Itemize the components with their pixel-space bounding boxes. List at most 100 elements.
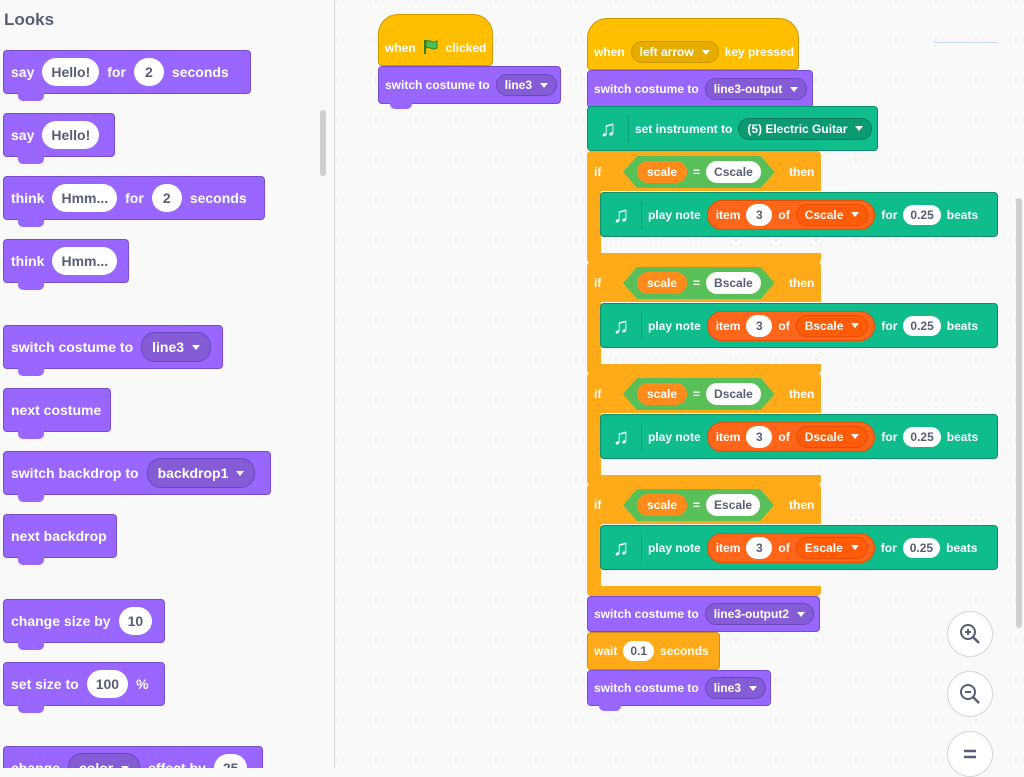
switch-costume-block[interactable]: switch costume to line3-output	[587, 70, 813, 108]
dropdown-value: line3-output2	[713, 607, 790, 621]
message-input[interactable]: Hello!	[42, 121, 100, 149]
music-note-icon: ♫	[594, 114, 629, 143]
switch-costume-block[interactable]: switch costume to line3	[3, 325, 223, 376]
beats-label: beats	[946, 429, 979, 444]
if-block[interactable]: if scale = Escale then	[587, 484, 821, 596]
zoom-out-button[interactable]	[947, 671, 993, 717]
costume-dropdown[interactable]: line3-output2	[704, 603, 815, 625]
zoom-reset-button[interactable]	[947, 731, 993, 777]
dropdown-value: backdrop1	[157, 465, 229, 481]
item-index-input[interactable]: 3	[746, 536, 773, 559]
seconds-input[interactable]: 2	[133, 58, 164, 86]
item-of-list-reporter[interactable]: item 3 of Dscale	[706, 421, 876, 452]
key-dropdown[interactable]: left arrow	[630, 41, 719, 63]
item-index-input[interactable]: 3	[746, 314, 773, 337]
message-input[interactable]: Hello!	[42, 58, 100, 86]
say-block[interactable]: say Hello!	[3, 113, 115, 164]
costume-dropdown[interactable]: line3	[704, 677, 767, 699]
list-dropdown[interactable]: Cscale	[795, 203, 869, 226]
change-size-block[interactable]: change size by 10	[3, 599, 165, 650]
compare-input[interactable]: Bscale	[706, 272, 761, 294]
clicked-label: clicked	[445, 41, 487, 55]
switch-costume-block[interactable]: switch costume to line3-output2	[587, 596, 820, 632]
list-dropdown[interactable]: Dscale	[795, 425, 869, 448]
message-input[interactable]: Hmm...	[52, 247, 118, 275]
beats-input[interactable]: 0.25	[902, 537, 941, 558]
effect-value-input[interactable]: 25	[213, 754, 248, 768]
if-block[interactable]: if scale = Bscale then	[587, 262, 821, 374]
beats-input[interactable]: 0.25	[903, 204, 941, 225]
equals-operator[interactable]: scale = Escale	[623, 489, 774, 521]
variable-scale[interactable]: scale	[637, 272, 687, 294]
dropdown-value: Escale	[804, 540, 843, 555]
for-label: for	[125, 190, 144, 206]
variable-scale[interactable]: scale	[637, 494, 687, 516]
costume-dropdown[interactable]: line3-output	[704, 78, 808, 100]
play-note-block[interactable]: ♫ play note item 3 of Cscale for 0.25 be…	[600, 192, 998, 237]
play-note-block[interactable]: ♫ play note item 3 of Bscale for 0.25 be…	[600, 303, 998, 348]
item-index-input[interactable]: 3	[746, 425, 773, 448]
play-note-label: play note	[648, 207, 701, 222]
compare-input[interactable]: Cscale	[706, 161, 761, 183]
set-size-block[interactable]: set size to 100 %	[3, 662, 165, 713]
beats-input[interactable]: 0.25	[903, 426, 941, 447]
beats-input[interactable]: 0.25	[903, 315, 941, 336]
palette-scrollbar[interactable]	[320, 110, 326, 176]
zoom-in-icon	[960, 624, 980, 644]
equals-operator[interactable]: scale = Cscale	[623, 156, 775, 188]
seconds-input[interactable]: 2	[151, 184, 182, 212]
then-label: then	[789, 387, 815, 401]
if-block[interactable]: if scale = Dscale then	[587, 373, 821, 485]
if-label: if	[594, 276, 602, 290]
for-label: for	[881, 207, 898, 222]
percent-label: %	[136, 676, 149, 692]
zoom-in-button[interactable]	[947, 611, 993, 657]
switch-costume-block[interactable]: switch costume to line3	[587, 670, 771, 711]
variable-scale[interactable]: scale	[637, 383, 687, 405]
item-of-list-reporter[interactable]: item 3 of Cscale	[706, 199, 876, 230]
think-for-block[interactable]: think Hmm... for 2 seconds	[3, 176, 265, 227]
switch-costume-block[interactable]: switch costume to line3	[378, 66, 561, 109]
item-index-input[interactable]: 3	[746, 203, 773, 226]
item-label: item	[715, 318, 741, 333]
list-dropdown[interactable]: Escale	[795, 536, 868, 559]
compare-input[interactable]: Escale	[706, 494, 760, 516]
set-instrument-block[interactable]: ♫ set instrument to (5) Electric Guitar	[587, 106, 878, 151]
size-input[interactable]: 100	[86, 670, 129, 698]
dropdown-value: (5) Electric Guitar	[747, 121, 848, 136]
play-note-block[interactable]: ♫ play note item 3 of Dscale for 0.25 be…	[600, 414, 998, 459]
workspace-scrollbar[interactable]	[1016, 198, 1022, 628]
next-backdrop-block[interactable]: next backdrop	[3, 514, 117, 565]
effect-dropdown[interactable]: color	[68, 753, 141, 768]
wait-seconds-input[interactable]: 0.1	[623, 641, 655, 661]
when-flag-clicked-hat[interactable]: when clicked	[378, 14, 493, 66]
switch-backdrop-block[interactable]: switch backdrop to backdrop1	[3, 451, 271, 502]
equals-operator[interactable]: scale = Dscale	[623, 378, 775, 410]
for-label: for	[881, 318, 898, 333]
wait-block[interactable]: wait 0.1 seconds	[587, 632, 720, 670]
item-of-list-reporter[interactable]: item 3 of Bscale	[706, 310, 876, 341]
equals-operator[interactable]: scale = Bscale	[623, 267, 775, 299]
list-dropdown[interactable]: Bscale	[795, 314, 869, 337]
dropdown-caret-icon	[855, 126, 864, 131]
music-note-icon: ♫	[607, 533, 642, 562]
play-note-block[interactable]: ♫ play note item 3 of Escale for 0.25 be…	[600, 525, 998, 570]
backdrop-dropdown[interactable]: backdrop1	[146, 458, 256, 488]
of-label: of	[778, 540, 790, 555]
variable-scale[interactable]: scale	[637, 161, 687, 183]
size-input[interactable]: 10	[118, 607, 153, 635]
when-key-pressed-hat[interactable]: when left arrow key pressed	[587, 18, 799, 70]
costume-dropdown[interactable]: line3	[141, 332, 212, 362]
say-for-block[interactable]: say Hello! for 2 seconds	[3, 50, 251, 101]
next-costume-block[interactable]: next costume	[3, 388, 111, 439]
compare-input[interactable]: Dscale	[706, 383, 761, 405]
workspace-guide-line	[934, 42, 998, 43]
costume-dropdown[interactable]: line3	[495, 74, 558, 96]
think-block[interactable]: think Hmm...	[3, 239, 129, 290]
item-of-list-reporter[interactable]: item 3 of Escale	[706, 532, 875, 563]
message-input[interactable]: Hmm...	[52, 184, 118, 212]
if-block[interactable]: if scale = Cscale then	[587, 151, 821, 263]
change-effect-block[interactable]: change color effect by 25	[3, 746, 263, 768]
block-label: switch costume to	[594, 681, 699, 695]
instrument-dropdown[interactable]: (5) Electric Guitar	[738, 117, 873, 140]
